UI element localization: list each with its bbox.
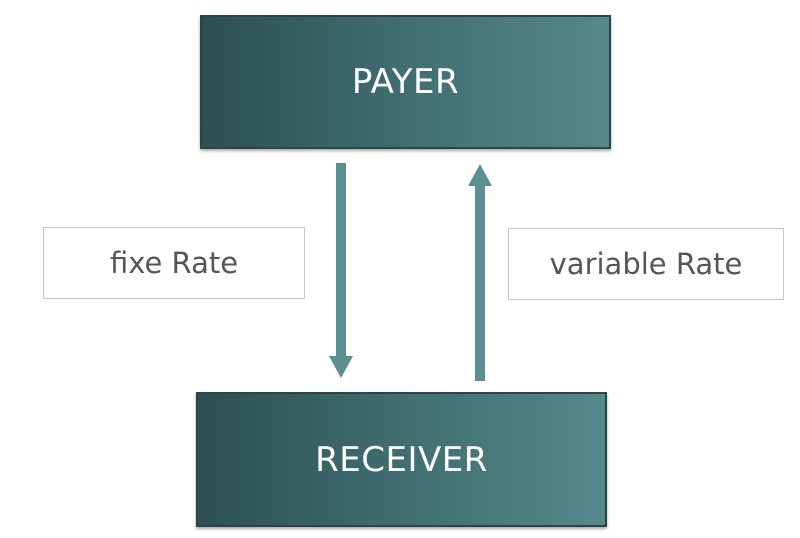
arrow-receiver-to-payer bbox=[468, 164, 492, 381]
receiver-node: RECEIVER bbox=[196, 392, 607, 527]
payer-node: PAYER bbox=[200, 15, 611, 149]
variable-rate-label: variable Rate bbox=[549, 247, 743, 281]
payer-label: PAYER bbox=[351, 62, 460, 102]
variable-rate-label-box: variable Rate bbox=[508, 228, 784, 300]
fixed-rate-label: fixe Rate bbox=[109, 246, 239, 280]
receiver-label: RECEIVER bbox=[315, 439, 488, 480]
fixed-rate-label-box: fixe Rate bbox=[43, 227, 305, 299]
arrow-payer-to-receiver bbox=[329, 163, 353, 378]
